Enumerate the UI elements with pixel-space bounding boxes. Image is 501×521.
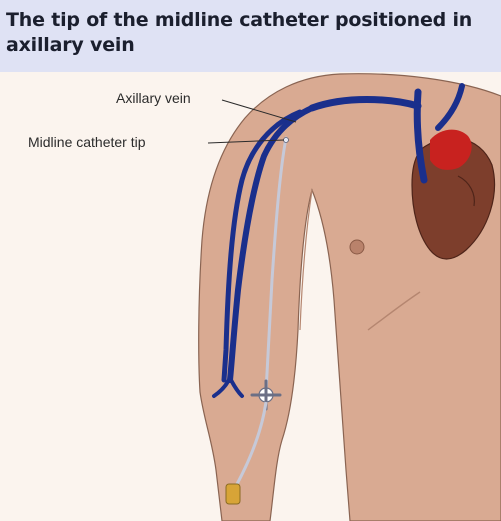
- catheter-tip-label: Midline catheter tip: [28, 134, 146, 150]
- luer-connector: [226, 484, 240, 504]
- catheter-tip-marker: [284, 138, 289, 143]
- nipple: [350, 240, 364, 254]
- axillary-vein-label: Axillary vein: [116, 90, 191, 106]
